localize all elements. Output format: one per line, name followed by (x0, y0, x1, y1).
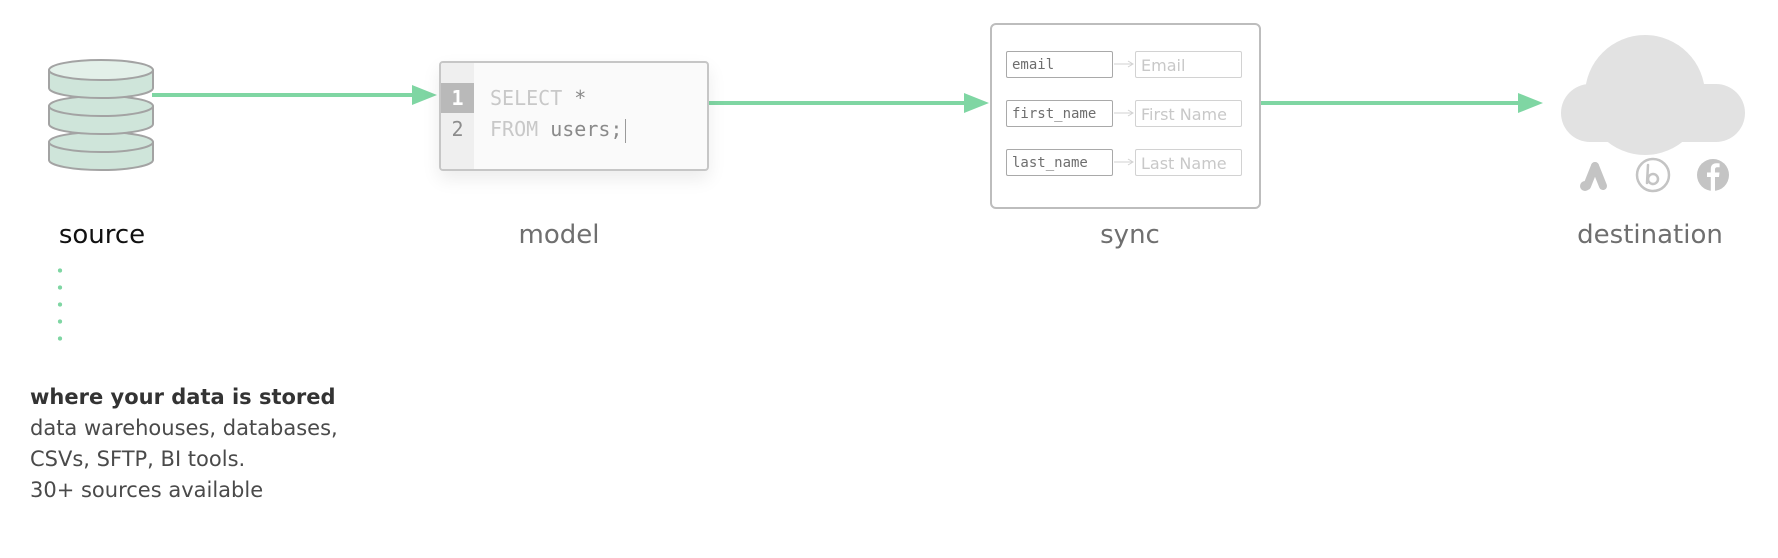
arrow-source-to-model (152, 85, 437, 105)
source-description-line: CSVs, SFTP, BI tools. (30, 447, 246, 471)
mapping-destination-field: First Name (1135, 100, 1242, 127)
mapping-arrow-icon (1114, 60, 1134, 68)
mapping-source-field: first_name (1006, 100, 1113, 127)
text-caret (625, 118, 627, 143)
mapping-destination-field: Email (1135, 51, 1242, 78)
sql-text: * (562, 86, 587, 110)
mapping-destination-field: Last Name (1135, 149, 1242, 176)
line-number: 2 (451, 117, 464, 141)
editor-gutter (441, 63, 474, 169)
database-icon (48, 59, 154, 171)
sync-mapping-card: email Email first_name First Name last_n… (990, 23, 1261, 209)
editor-line-2: 2 FROM users; (441, 114, 627, 144)
editor-line-1: 1 SELECT * (441, 83, 586, 113)
mapping-arrow-icon (1114, 109, 1134, 117)
mapping-arrow-icon (1114, 158, 1134, 166)
arrow-sync-to-destination (1259, 93, 1543, 113)
stage-label-destination: destination (1577, 220, 1723, 250)
facebook-icon (1697, 159, 1729, 192)
google-ads-icon (1580, 162, 1607, 191)
source-description: where your data is stored data warehouse… (30, 382, 338, 506)
mapping-source-field: email (1006, 51, 1113, 78)
braze-icon (1635, 157, 1671, 193)
source-description-line: data warehouses, databases, (30, 416, 338, 440)
sql-keyword: FROM (490, 117, 539, 141)
cloud-icon (1561, 35, 1745, 155)
dotted-connector (57, 262, 63, 352)
stage-label-model: model (518, 220, 600, 250)
sql-text: users; (538, 117, 623, 141)
stage-label-sync: sync (1100, 220, 1160, 250)
stage-label-source: source (58, 220, 146, 250)
source-description-title: where your data is stored (30, 385, 336, 409)
arrow-model-to-sync (707, 93, 989, 113)
sql-keyword: SELECT (490, 86, 563, 110)
mapping-source-field: last_name (1006, 149, 1113, 176)
source-description-line: 30+ sources available (30, 478, 264, 502)
line-number: 1 (441, 83, 474, 113)
sql-editor: 1 SELECT * 2 FROM users; (439, 61, 709, 171)
